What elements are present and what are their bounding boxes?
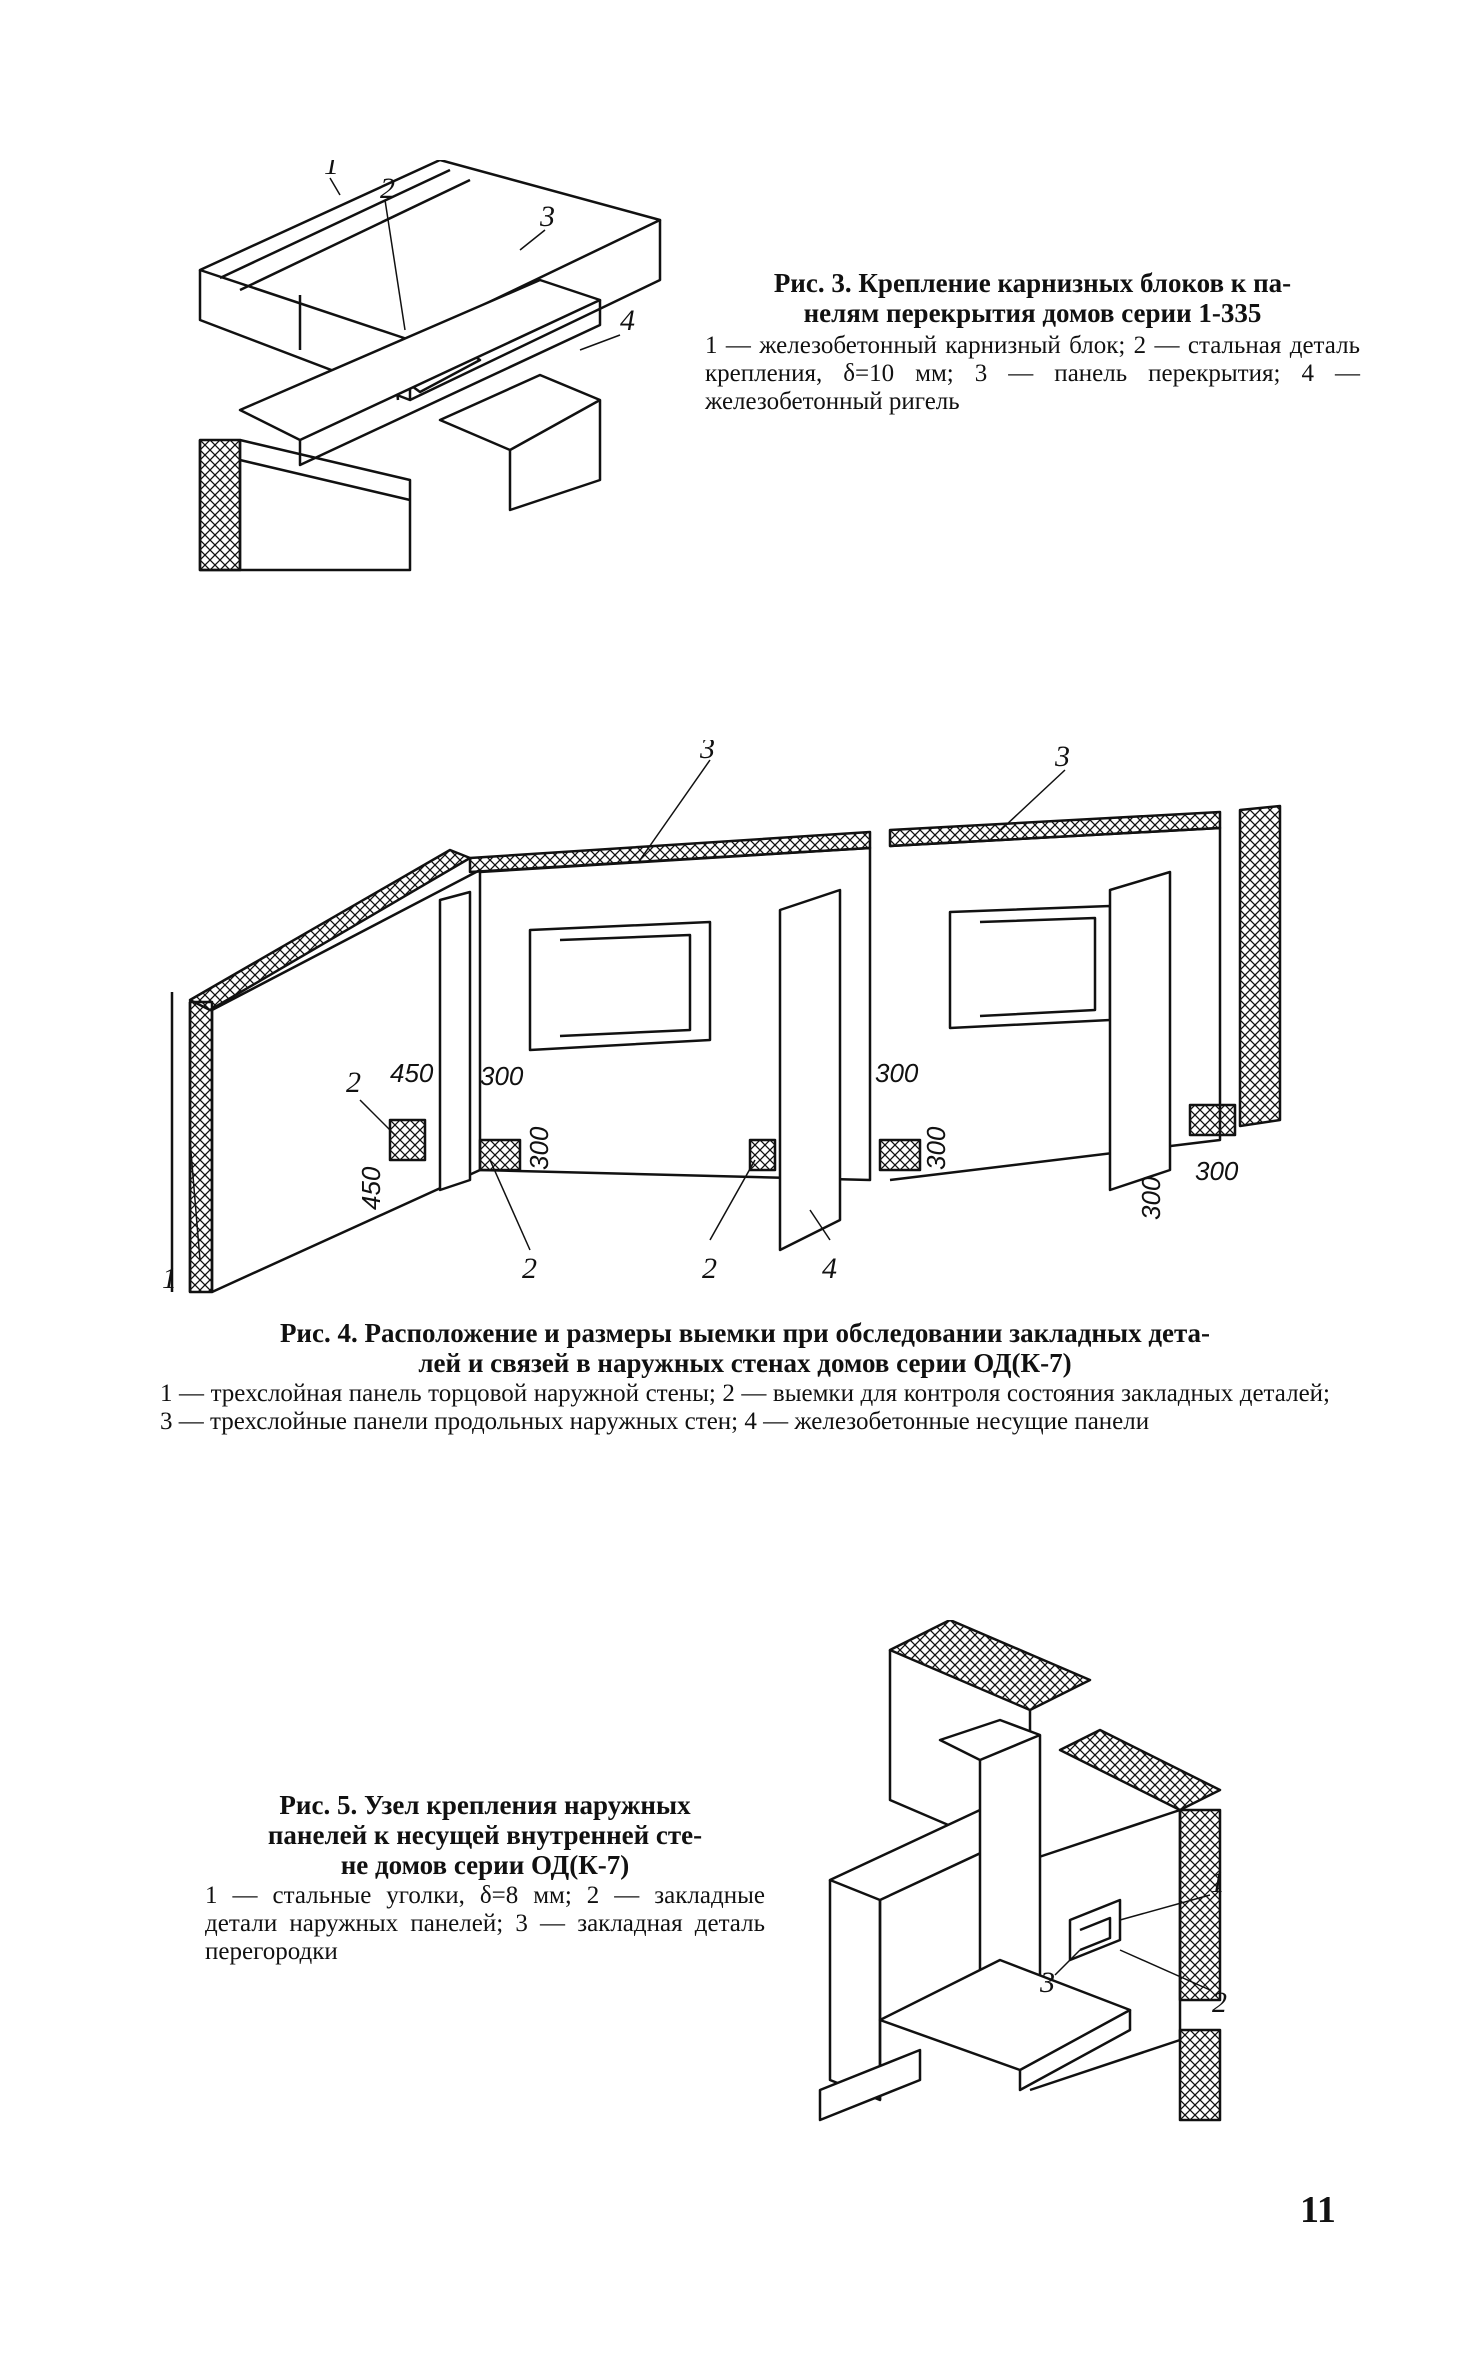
figure-5-svg: 1 2 3 — [818, 1620, 1227, 2122]
figure-5-legend: 1 — стальные уголки, δ=8 мм; 2 — закладн… — [205, 1882, 765, 1965]
fig3-callout-3: 3 — [539, 200, 555, 233]
fig4-dim-300-b: 300 — [524, 1126, 554, 1170]
figure-4-drawing: 3 3 2 2 2 4 1 450 450 300 300 300 300 30… — [150, 740, 1330, 1300]
fig4-dim-300-d: 300 — [921, 1126, 951, 1170]
figure-5-caption: Рис. 5. Узел крепления наружных панелей … — [205, 1790, 765, 1966]
fig4-callout-2a: 2 — [346, 1066, 361, 1099]
figure-4-legend: 1 — трехслойная панель торцовой наружной… — [160, 1380, 1330, 1435]
figure-4-title: Рис. 4. Расположение и размеры выемки пр… — [279, 1318, 1211, 1378]
fig4-callout-2b: 2 — [522, 1252, 537, 1285]
figure-3-legend: 1 — железобетонный карнизный блок; 2 — с… — [705, 332, 1360, 415]
fig5-callout-3: 3 — [1039, 1966, 1055, 1999]
fig3-callout-1: 1 — [324, 160, 339, 181]
figure-3-caption: Рис. 3. Крепление карнизных блоков к па-… — [705, 268, 1360, 416]
fig4-dim-450-v: 450 — [356, 1166, 386, 1210]
figure-5-title: Рис. 5. Узел крепления наружных панелей … — [267, 1790, 703, 1880]
fig4-callout-3b: 3 — [1054, 740, 1070, 773]
fig3-callout-4: 4 — [620, 304, 635, 337]
figure-4-svg: 3 3 2 2 2 4 1 450 450 300 300 300 300 30… — [162, 740, 1282, 1295]
fig5-callout-2: 2 — [1212, 1986, 1227, 2019]
fig4-dim-300-f: 300 — [1195, 1156, 1239, 1186]
fig3-callout-2: 2 — [380, 172, 395, 205]
figure-3-title: Рис. 3. Крепление карнизных блоков к па-… — [773, 268, 1292, 328]
figure-4-caption: Рис. 4. Расположение и размеры выемки пр… — [160, 1318, 1330, 1436]
fig4-dim-300-a: 300 — [480, 1061, 524, 1091]
fig4-callout-3a: 3 — [699, 740, 715, 765]
fig4-callout-1: 1 — [162, 1262, 177, 1295]
fig4-callout-4: 4 — [822, 1252, 837, 1285]
page-number: 11 — [1300, 2189, 1336, 2231]
figure-3-svg: 1 2 3 4 — [198, 160, 662, 572]
figure-5-drawing: 1 2 3 — [800, 1620, 1280, 2140]
fig4-dim-450-h: 450 — [390, 1058, 434, 1088]
fig5-callout-1: 1 — [1210, 1866, 1225, 1899]
figure-3-drawing: 1 2 3 4 — [180, 160, 700, 580]
fig4-callout-2c: 2 — [702, 1252, 717, 1285]
fig4-dim-300-c: 300 — [875, 1058, 919, 1088]
fig4-dim-300-e: 300 — [1136, 1176, 1166, 1220]
